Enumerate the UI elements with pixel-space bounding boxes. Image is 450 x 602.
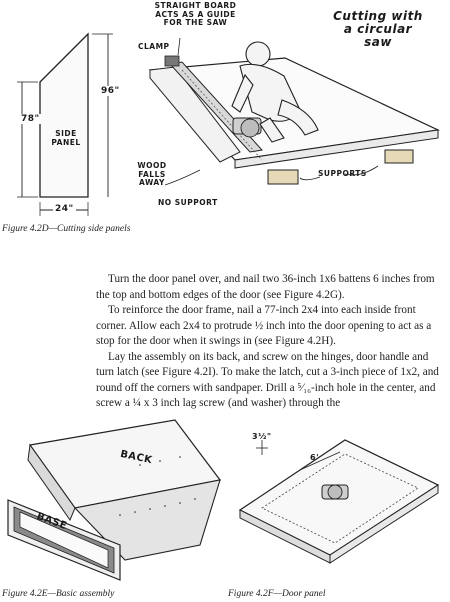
straight-board-label-line2: ACTS AS A GUIDE: [155, 9, 236, 19]
dim-78-label: 78": [20, 114, 41, 124]
straight-board-label: STRAIGHT BOARD ACTS AS A GUIDE FOR THE S…: [148, 1, 243, 28]
support-block-2: [384, 149, 414, 164]
figure-4-2e-caption: Figure 4.2E—Basic assembly: [2, 589, 115, 599]
no-support-label: NO SUPPORT: [158, 198, 218, 207]
figure-4-2f-caption: Figure 4.2F—Door panel: [228, 589, 326, 599]
body-text: Turn the door panel over, and nail two 3…: [96, 272, 446, 412]
side-panel-shape: [39, 32, 89, 198]
dim-24-label: 24": [53, 204, 76, 214]
side-panel-label: SIDE PANEL: [51, 129, 81, 147]
dim-6-label: 6': [310, 453, 320, 462]
straight-board-label-line1: STRAIGHT BOARD: [154, 1, 237, 10]
wood-falls-away-label: WOOD FALLS AWAY: [135, 161, 169, 188]
side-panel-label-line1: SIDE: [55, 129, 77, 138]
support-block-1: [267, 169, 299, 185]
paragraph-1: Turn the door panel over, and nail two 3…: [96, 273, 435, 301]
clamp-shape: [164, 55, 180, 67]
falling-wood-strip: [149, 66, 241, 163]
saw-title-line3: saw: [364, 35, 392, 49]
wood-falls-line1: WOOD: [137, 161, 167, 170]
wood-falls-line3: AWAY: [139, 178, 165, 187]
paragraph-2: To reinforce the door frame, nail a 77-i…: [96, 304, 432, 347]
saw-title-line1: Cutting with: [333, 9, 423, 23]
saw-title-line2: a circular: [343, 22, 413, 36]
door-circular-saw: [321, 484, 349, 500]
side-panel-label-line2: PANEL: [51, 137, 81, 147]
dim-96-label: 96": [100, 86, 121, 96]
clamp-label: CLAMP: [138, 42, 170, 51]
base-frame: [7, 499, 121, 581]
circular-saw: [232, 117, 262, 138]
straight-board-label-line3: FOR THE SAW: [163, 18, 228, 27]
paragraph-3: Lay the assembly on its back, and screw …: [96, 350, 439, 410]
saw-title-label: Cutting with a circular saw: [322, 10, 434, 49]
circular-saw-scene: [148, 37, 441, 186]
wood-falls-line2: FALLS: [138, 169, 166, 179]
supports-label: SUPPORTS: [318, 169, 367, 178]
worker-figure: [231, 41, 319, 143]
figure-4-2d-caption: Figure 4.2D—Cutting side panels: [2, 224, 131, 234]
side-panel-drawing: [17, 32, 113, 216]
dim-3-5-label: 3½": [252, 432, 272, 441]
